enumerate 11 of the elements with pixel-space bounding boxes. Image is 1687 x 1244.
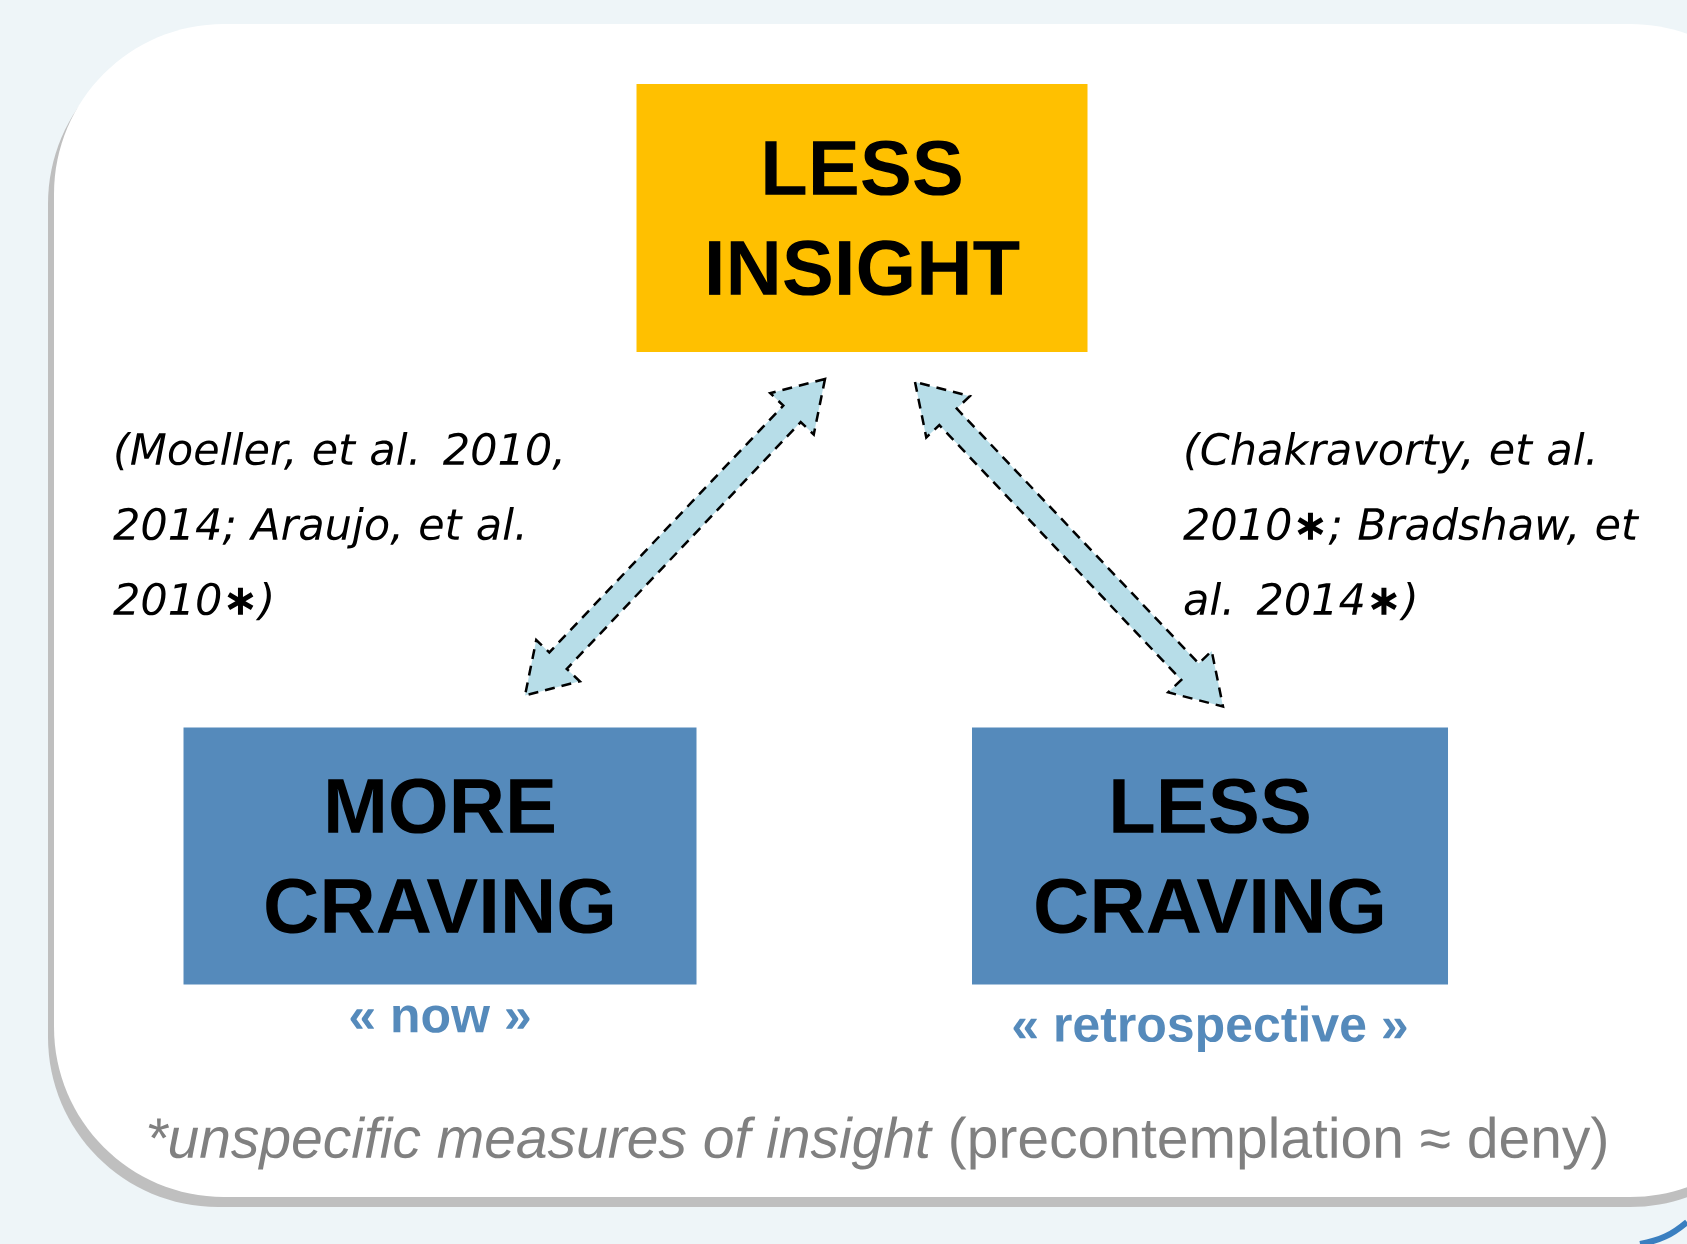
double-arrow bbox=[523, 377, 827, 698]
text-box: LESS INSIGHT bbox=[636, 84, 1088, 352]
text-box: MORE CRAVING bbox=[183, 727, 697, 985]
citation: (Chakravorty, et al. 2010∗; Bradshaw, et al. 2014∗) bbox=[1183, 432, 1640, 621]
footnote: *unspecific measures of insight bbox=[148, 1116, 933, 1170]
citation: (Moeller, et al. 2010, 2014; Araujo, et al. 2010∗) bbox=[113, 432, 561, 621]
node-label: « retrospective » bbox=[1013, 1005, 1407, 1052]
double-arrow bbox=[913, 380, 1225, 709]
text-box: LESS CRAVING bbox=[972, 727, 1448, 985]
footnote: (precontemplation ≈ deny) bbox=[951, 1116, 1606, 1170]
node-label: « now » bbox=[350, 1005, 530, 1033]
